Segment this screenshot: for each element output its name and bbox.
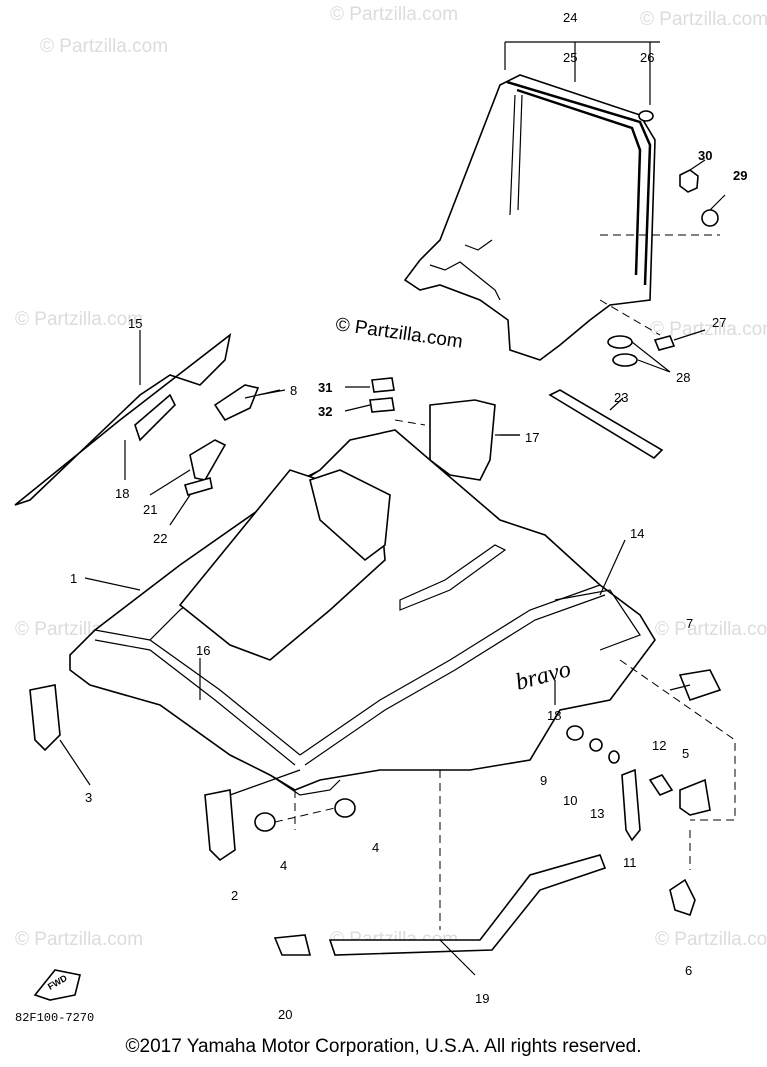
side-decal bbox=[14, 330, 232, 506]
watermark-text: © Partzilla.com bbox=[640, 9, 767, 30]
callout-26: 26 bbox=[640, 50, 654, 65]
leader-lines bbox=[84, 389, 626, 976]
callout-5: 5 bbox=[682, 746, 689, 761]
windshield-hardware bbox=[599, 159, 726, 373]
callout-13: 13 bbox=[590, 806, 604, 821]
watermark-text: © Partzilla.com bbox=[655, 619, 767, 640]
center-watermark: © Partzilla.com bbox=[334, 314, 464, 353]
callout-2: 2 bbox=[231, 888, 238, 903]
callout-9: 9 bbox=[540, 773, 547, 788]
watermark-text: © Partzilla.com bbox=[650, 319, 767, 340]
diagram-code: 82F100-7270 bbox=[15, 1011, 94, 1025]
callout-labels: 1 2 3 4 4 5 6 7 8 9 10 11 12 13 14 15 16… bbox=[15, 10, 747, 1025]
callout-32: 32 bbox=[318, 404, 332, 419]
hinge-icon bbox=[204, 789, 236, 862]
watermark-text: © Partzilla.com bbox=[40, 36, 168, 57]
callout-16: 16 bbox=[196, 643, 210, 658]
callout-4: 4 bbox=[280, 858, 287, 873]
callout-17: 17 bbox=[525, 430, 539, 445]
callout-10: 10 bbox=[563, 793, 577, 808]
callout-1: 1 bbox=[70, 571, 77, 586]
callout-27: 27 bbox=[712, 315, 726, 330]
callout-3: 3 bbox=[85, 790, 92, 805]
watermark-text: © Partzilla.com bbox=[330, 4, 458, 25]
bolt-icon bbox=[653, 335, 676, 351]
callout-30: 30 bbox=[698, 148, 712, 163]
callout-23: 23 bbox=[614, 390, 628, 405]
windshield bbox=[403, 41, 660, 361]
callout-20: 20 bbox=[278, 1007, 292, 1022]
callout-18: 18 bbox=[115, 486, 129, 501]
damper-icon bbox=[254, 812, 276, 832]
watermark-text: © Partzilla.com bbox=[655, 929, 767, 950]
callout-4: 4 bbox=[372, 840, 379, 855]
hinge-icon bbox=[29, 684, 61, 752]
trim-strip bbox=[273, 770, 607, 956]
fwd-arrow: FWD bbox=[33, 969, 81, 1001]
callout-7: 7 bbox=[686, 616, 693, 631]
callout-31: 31 bbox=[318, 380, 332, 395]
callout-22: 22 bbox=[153, 531, 167, 546]
grommet-icon bbox=[612, 353, 638, 367]
latch-parts bbox=[254, 659, 736, 917]
callout-28: 28 bbox=[676, 370, 690, 385]
callout-6: 6 bbox=[685, 963, 692, 978]
hinges bbox=[29, 684, 301, 862]
grommet-icon bbox=[638, 110, 654, 122]
callout-11: 11 bbox=[623, 855, 637, 870]
callout-29: 29 bbox=[733, 168, 747, 183]
callout-19: 19 bbox=[475, 991, 489, 1006]
callout-21: 21 bbox=[143, 502, 157, 517]
callout-15: 15 bbox=[128, 316, 142, 331]
damper-icon bbox=[334, 798, 356, 818]
callout-25: 25 bbox=[563, 50, 577, 65]
callout-24: 24 bbox=[563, 10, 577, 25]
watermark-text: © Partzilla.com bbox=[15, 309, 143, 330]
small-parts bbox=[183, 377, 664, 521]
hood: bravo bbox=[69, 429, 656, 796]
washer-icon bbox=[701, 209, 719, 227]
callout-8: 8 bbox=[290, 383, 297, 398]
grommet-icon bbox=[607, 335, 633, 349]
callout-12: 12 bbox=[652, 738, 666, 753]
watermark-text: © Partzilla.com bbox=[15, 929, 143, 950]
copyright-notice: ©2017 Yamaha Motor Corporation, U.S.A. A… bbox=[125, 1036, 642, 1057]
callout-18: 18 bbox=[547, 708, 561, 723]
nut-icon bbox=[679, 169, 699, 193]
callout-14: 14 bbox=[630, 526, 644, 541]
